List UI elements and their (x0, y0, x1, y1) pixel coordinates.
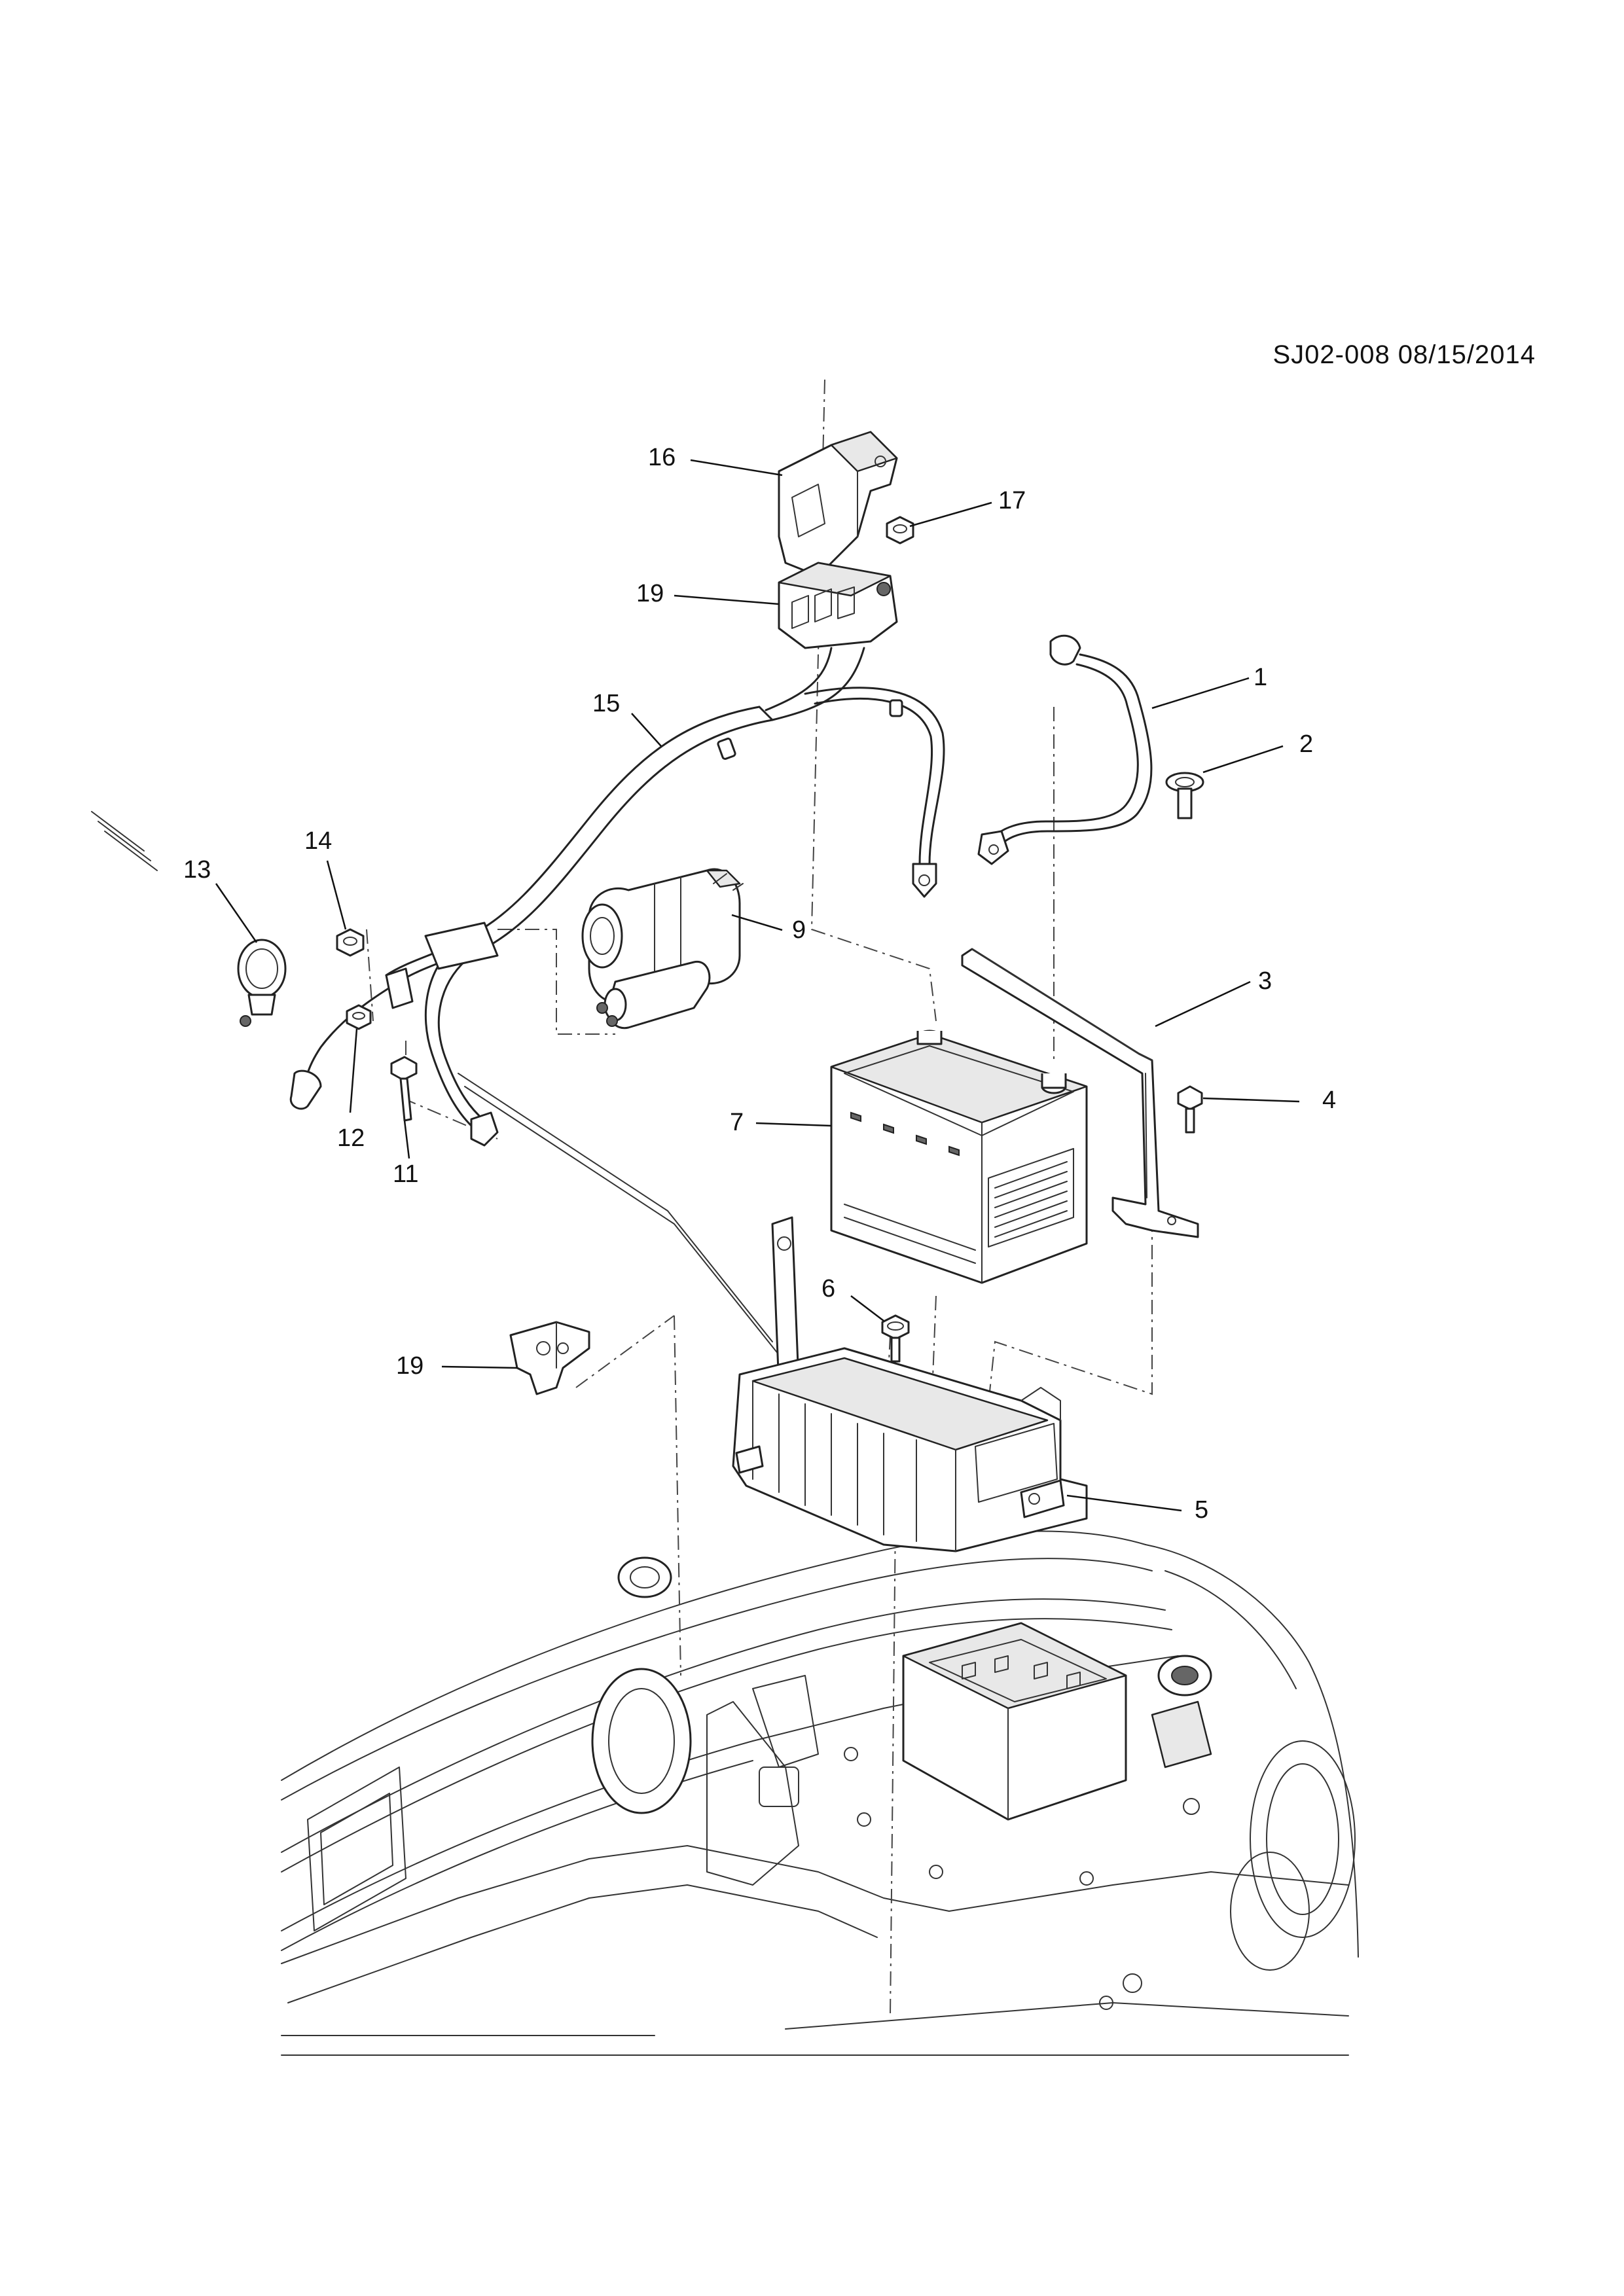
fuse-block-17 (778, 562, 898, 649)
callout-14: 15 (592, 690, 621, 717)
leader-lines (215, 459, 1300, 1512)
callout-9: 9 (792, 916, 806, 944)
harness-14 (289, 647, 945, 1147)
bolt-6 (881, 1314, 910, 1363)
battery-hold-down-3 (961, 948, 1199, 1238)
callout-17: 19 (636, 580, 664, 607)
callout-11: 12 (337, 1124, 365, 1152)
bracket-19 (509, 1321, 590, 1395)
callout-16: 17 (998, 487, 1026, 514)
document-id-label: SJ02-008 08/15/2014 (1272, 340, 1536, 369)
nut-13 (336, 928, 365, 957)
nut-16 (886, 516, 914, 545)
callout-15: 16 (648, 444, 676, 471)
callout-7: 7 (730, 1109, 744, 1136)
body-reference-lines (91, 811, 780, 1355)
nut-11 (346, 1004, 372, 1030)
bolt-10 (390, 1056, 418, 1122)
bolt-4 (1177, 1085, 1203, 1134)
terminal-cover-15 (778, 431, 898, 577)
callout-12: 13 (183, 856, 211, 884)
cable-1 (977, 634, 1153, 865)
engine-bay-body (281, 1530, 1359, 2056)
battery-7 (830, 1030, 1088, 1284)
callout-4: 4 (1322, 1086, 1337, 1114)
callout-2: 2 (1299, 730, 1314, 758)
callout-6: 6 (821, 1275, 836, 1302)
callout-13: 14 (304, 827, 333, 855)
callout-1: 1 (1254, 664, 1268, 691)
starter-motor-9 (581, 868, 744, 1030)
callout-3: 3 (1258, 967, 1272, 995)
callout-5: 5 (1195, 1496, 1209, 1524)
callout-19: 19 (396, 1352, 424, 1380)
bolt-2 (1165, 772, 1204, 819)
grommet-12 (237, 939, 287, 1027)
callout-10: 11 (393, 1160, 419, 1188)
battery-tray-5 (732, 1216, 1088, 1552)
